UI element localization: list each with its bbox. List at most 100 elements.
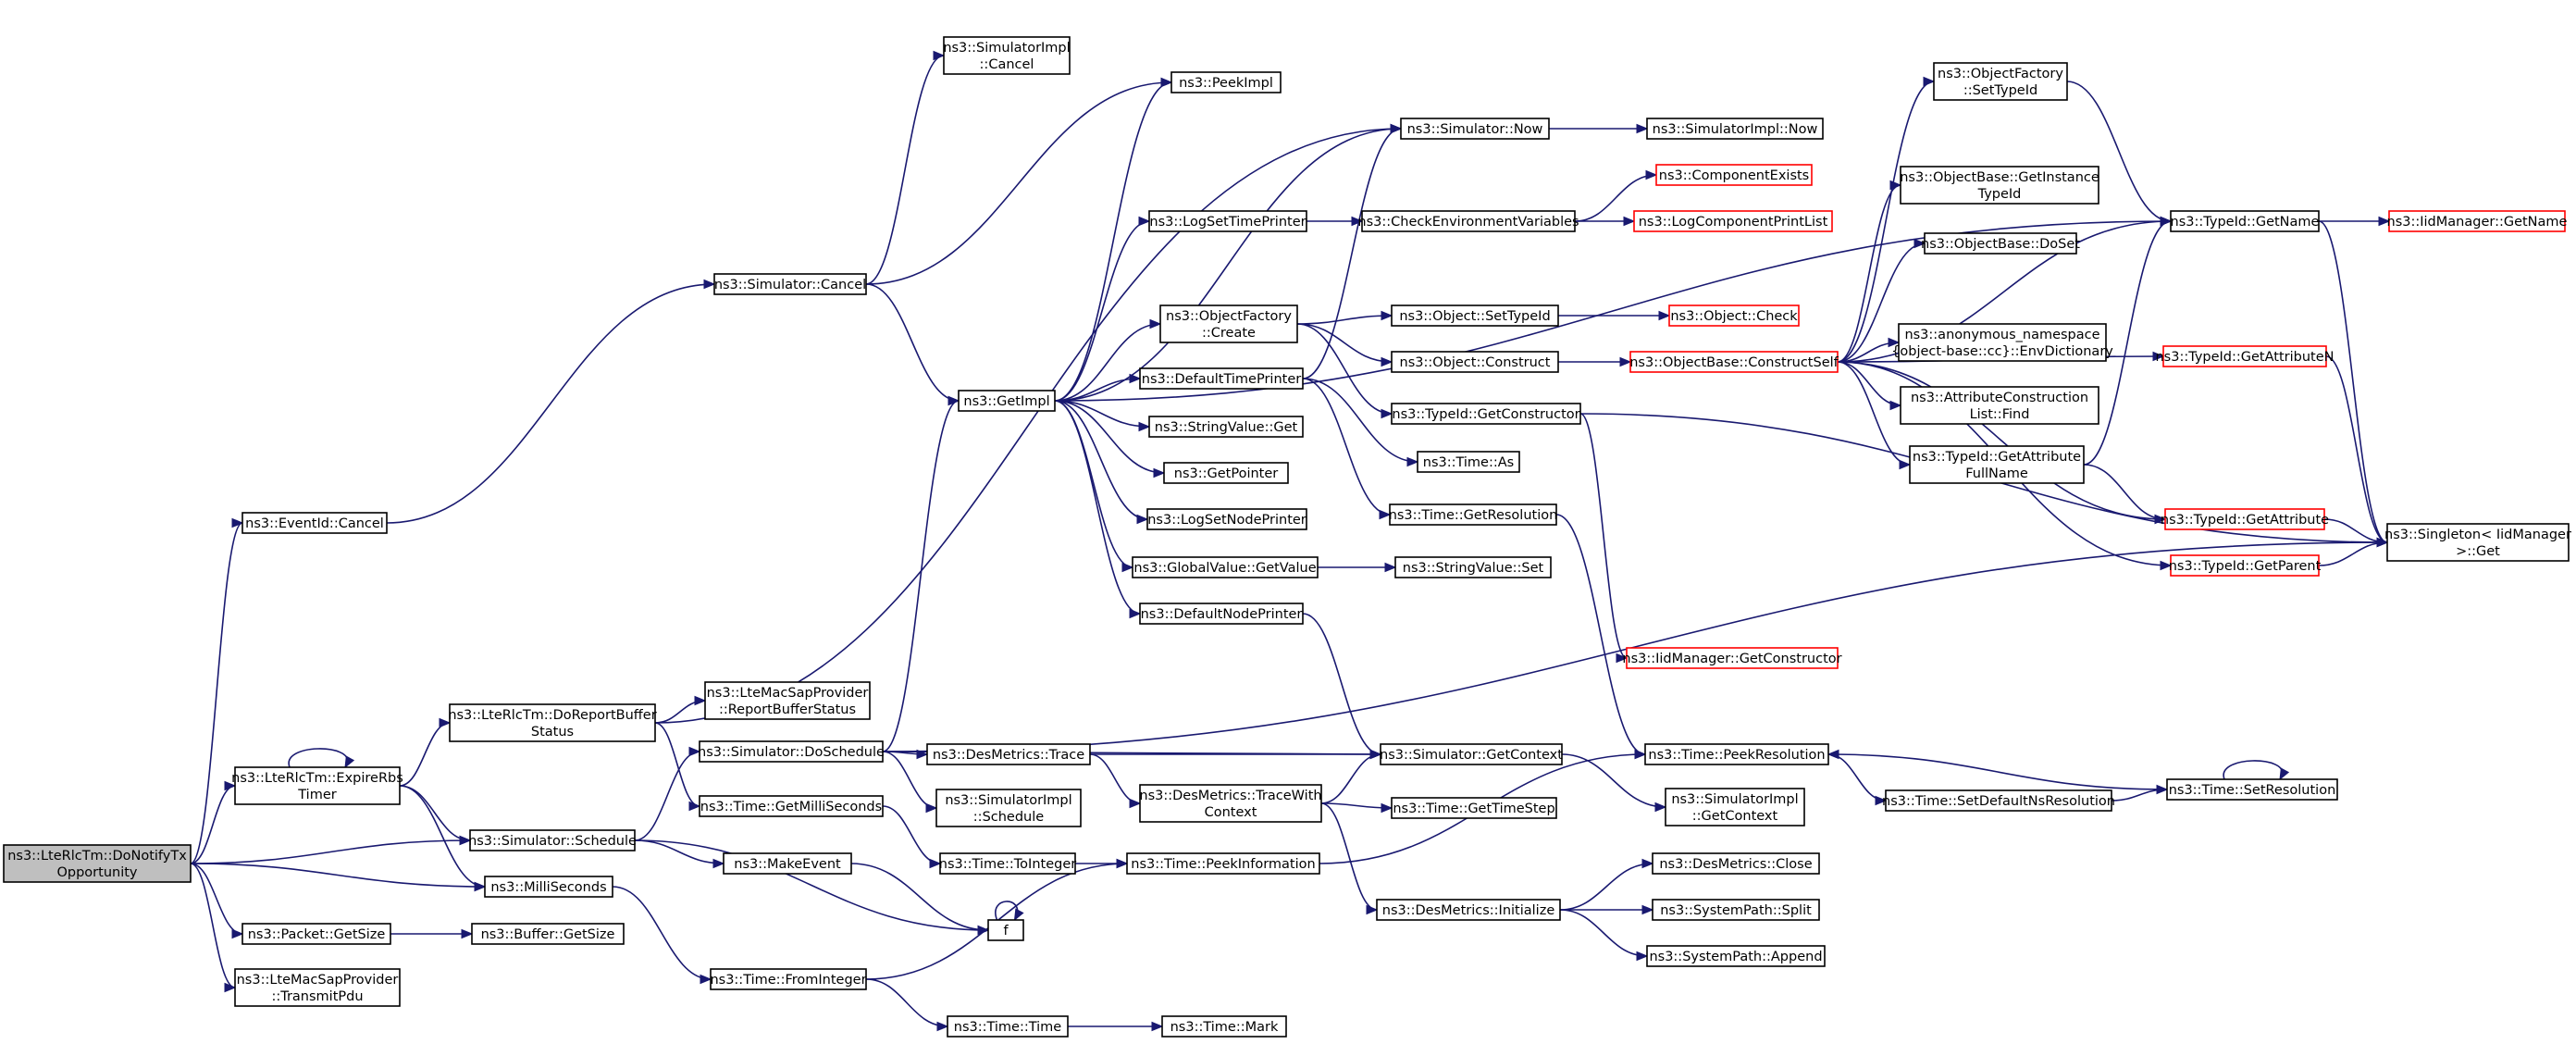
node-check-env[interactable]: ns3::CheckEnvironmentVariables	[1357, 210, 1579, 232]
node-globalvalue-getvalue[interactable]: ns3::GlobalValue::GetValue	[1132, 556, 1319, 578]
node-label: ns3::ObjectFactory	[1938, 67, 2063, 81]
node-syspath-append[interactable]: ns3::SystemPath::Append	[1646, 945, 1826, 967]
node-packet-getsize[interactable]: ns3::Packet::GetSize	[242, 923, 391, 945]
edge-path	[190, 863, 486, 888]
node-defaultnodeprinter[interactable]: ns3::DefaultNodePrinter	[1139, 603, 1304, 625]
node-time-frominteger[interactable]: ns3::Time::FromInteger	[710, 968, 867, 990]
node-box	[1646, 118, 1824, 140]
node-peekimpl[interactable]: ns3::PeekImpl	[1170, 71, 1282, 93]
node-sim-getcontext[interactable]: ns3::Simulator::GetContext	[1380, 743, 1563, 765]
node-simimpl-schedule[interactable]: ns3::SimulatorImpl::Schedule	[935, 789, 1082, 827]
node-logcomp-printlist[interactable]: ns3::LogComponentPrintList	[1633, 210, 1833, 232]
node-obj-settypeid[interactable]: ns3::Object::SetTypeId	[1391, 304, 1559, 327]
node-time-peekinfo[interactable]: ns3::Time::PeekInformation	[1126, 852, 1320, 875]
node-mac-transmitpdu[interactable]: ns3::LteMacSapProvider::TransmitPdu	[234, 968, 401, 1007]
node-time-peekresolution[interactable]: ns3::Time::PeekResolution	[1644, 743, 1829, 765]
node-box	[1885, 789, 2112, 812]
node-sim-schedule[interactable]: ns3::Simulator::Schedule	[468, 829, 637, 851]
node-logsettimeprinter[interactable]: ns3::LogSetTimePrinter	[1148, 210, 1307, 232]
edge-arrowhead	[1636, 951, 1649, 962]
edge-root-to-milliseconds	[190, 863, 487, 892]
node-iidmgr-getconstructor[interactable]: ns3::IidManager::GetConstructor	[1622, 647, 1842, 669]
node-box	[1900, 166, 2099, 205]
node-getimpl[interactable]: ns3::GetImpl	[958, 390, 1056, 412]
node-time-as[interactable]: ns3::Time::As	[1417, 451, 1520, 473]
node-component-exists[interactable]: ns3::ComponentExists	[1655, 164, 1813, 186]
node-desm-trace[interactable]: ns3::DesMetrics::Trace	[926, 743, 1091, 765]
node-defaulttimeprinter[interactable]: ns3::DefaultTimePrinter	[1139, 367, 1304, 390]
edge-sim-getcontext-to-simimpl-getcontext	[1561, 753, 1667, 813]
node-simimpl-now[interactable]: ns3::SimulatorImpl::Now	[1646, 118, 1824, 140]
node-milliseconds[interactable]: ns3::MilliSeconds	[484, 876, 613, 898]
node-typeid-getconstructor[interactable]: ns3::TypeId::GetConstructor	[1391, 403, 1581, 425]
node-label: ns3::GlobalValue::GetValue	[1133, 561, 1316, 576]
edge-expire-rbs-to-sim-schedule	[399, 785, 472, 846]
node-box	[704, 681, 871, 720]
edge-typeid-getattributen-to-singleton-get	[2325, 355, 2389, 548]
node-label: ns3::Simulator::GetContext	[1380, 748, 1563, 763]
edge-objbase-constructself-to-typeid-getattrfullname	[1837, 361, 1912, 470]
node-time-getresolution[interactable]: ns3::Time::GetResolution	[1389, 503, 1558, 526]
edge-desm-tracewith-to-sim-getcontext	[1320, 749, 1382, 804]
node-time-mark[interactable]: ns3::Time::Mark	[1161, 1015, 1287, 1038]
edge-arrowhead	[1645, 169, 1658, 180]
edge-path	[1561, 753, 1666, 808]
node-label: Context	[1205, 805, 1257, 820]
node-object-check[interactable]: ns3::Object::Check	[1668, 304, 1800, 327]
node-label: ns3::TypeId::GetConstructor	[1392, 407, 1579, 422]
edge-root-to-eventid-cancel	[190, 517, 244, 864]
node-label: ns3::SystemPath::Split	[1660, 903, 1812, 918]
node-typeid-getparent[interactable]: ns3::TypeId::GetParent	[2169, 554, 2322, 577]
node-iidmgr-getname[interactable]: ns3::IidManager::GetName	[2387, 210, 2568, 232]
node-box	[1139, 367, 1304, 390]
node-objfactory-settypeid[interactable]: ns3::ObjectFactory::SetTypeId	[1933, 62, 2068, 101]
node-objfactory-create[interactable]: ns3::ObjectFactory::Create	[1159, 304, 1298, 343]
node-singleton-get[interactable]: ns3::Singleton< IidManager >::Get	[2384, 523, 2571, 562]
node-getpointer[interactable]: ns3::GetPointer	[1163, 462, 1289, 484]
node-time-tointeger[interactable]: ns3::Time::ToInteger	[939, 852, 1076, 875]
node-anon-envdict[interactable]: ns3::anonymous_namespace{object-base::cc…	[1891, 323, 2113, 362]
node-sim-doschedule[interactable]: ns3::Simulator::DoSchedule	[698, 740, 885, 763]
node-objbase-doset[interactable]: ns3::ObjectBase::DoSet	[1921, 232, 2080, 255]
edge-path	[2083, 464, 2166, 520]
node-simimpl-getcontext[interactable]: ns3::SimulatorImpl::GetContext	[1665, 788, 1805, 826]
edge-getimpl-to-defaultnodeprinter	[1054, 400, 1142, 619]
node-time-getms[interactable]: ns3::Time::GetMilliSeconds	[699, 795, 884, 817]
node-report-buffer[interactable]: ns3::LteMacSapProvider::ReportBufferStat…	[704, 681, 871, 720]
node-typeid-getattribute[interactable]: ns3::TypeId::GetAttribute	[2161, 508, 2329, 530]
edge-do-report-to-time-getms	[654, 722, 701, 812]
node-eventid-cancel[interactable]: ns3::EventId::Cancel	[242, 512, 388, 534]
node-box	[713, 273, 867, 295]
node-stringvalue-set[interactable]: ns3::StringValue::Set	[1394, 556, 1552, 578]
node-desm-close[interactable]: ns3::DesMetrics::Close	[1652, 852, 1820, 875]
node-f[interactable]: f	[987, 919, 1024, 941]
node-logsetnodeprinter[interactable]: ns3::LogSetNodePrinter	[1146, 508, 1307, 530]
node-obj-construct[interactable]: ns3::Object::Construct	[1391, 351, 1559, 373]
node-sim-now[interactable]: ns3::Simulator::Now	[1400, 118, 1550, 140]
node-syspath-split[interactable]: ns3::SystemPath::Split	[1652, 899, 1820, 921]
node-label: {object-base::cc}::EnvDictionary	[1891, 344, 2113, 359]
node-typeid-getattributen[interactable]: ns3::TypeId::GetAttributeN	[2155, 345, 2334, 367]
edge-path	[1837, 361, 1911, 466]
node-time-time[interactable]: ns3::Time::Time	[947, 1015, 1069, 1038]
node-label: ns3::Time::PeekResolution	[1648, 748, 1825, 763]
node-time-gettimestep[interactable]: ns3::Time::GetTimeStep	[1391, 797, 1557, 819]
node-desm-initialize[interactable]: ns3::DesMetrics::Initialize	[1376, 899, 1561, 921]
node-time-setresolution[interactable]: ns3::Time::SetResolution	[2166, 778, 2338, 801]
node-buffer-getsize[interactable]: ns3::Buffer::GetSize	[471, 923, 625, 945]
edge-desm-initialize-to-syspath-append	[1559, 909, 1649, 962]
node-typeid-getname[interactable]: ns3::TypeId::GetName	[2170, 210, 2320, 232]
node-simimpl-cancel[interactable]: ns3::SimulatorImpl::Cancel	[943, 36, 1071, 75]
node-sim-cancel[interactable]: ns3::Simulator::Cancel	[713, 273, 867, 295]
node-objbase-constructself[interactable]: ns3::ObjectBase::ConstructSelf	[1629, 351, 1839, 373]
node-time-setdefaultns[interactable]: ns3::Time::SetDefaultNsResolution	[1882, 789, 2115, 812]
node-stringvalue-get[interactable]: ns3::StringValue::Get	[1148, 416, 1304, 438]
node-make-event[interactable]: ns3::MakeEvent	[723, 852, 852, 875]
